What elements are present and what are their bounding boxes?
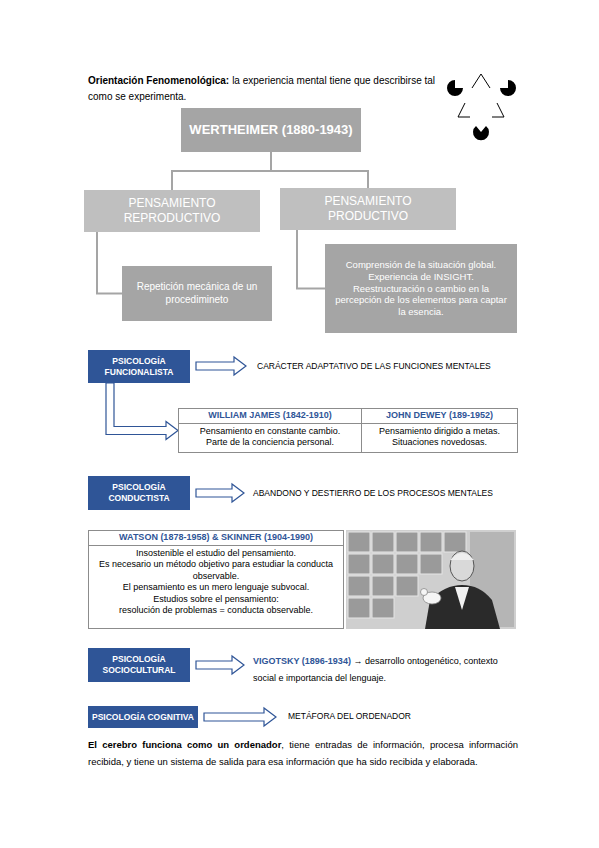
box-text: PENSAMIENTO PRODUCTIVO [286,194,450,224]
table-heading: WATSON (1878-1958) & SKINNER (1904-1990) [89,531,343,546]
table-box: WATSON (1878-1958) & SKINNER (1904-1990)… [88,530,344,629]
note-text: VIGOTSKY (1896-1934) [253,656,351,666]
triangle-edge [497,103,504,117]
box-text: PSICOLOGÍA FUNCIONALISTA [92,356,186,378]
note-text: CARÁCTER ADAPTATIVO DE LAS FUNCIONES MEN… [257,361,491,371]
person-head [450,551,474,581]
tree-connector [297,230,325,289]
table-text: El pensamiento es un mero lenguaje subvo… [119,582,314,594]
table-text: Insostenible el estudio del pensamiento. [132,546,300,560]
table-text: Parte de la conciencia personal. [202,437,338,449]
tree-connector [172,152,271,190]
pigeon [421,589,428,596]
author-box: WERTHEIMER (1880-1943) [181,108,361,152]
box-text: Comprensión de la situación global. Expe… [331,259,511,318]
text-block: METÁFORA DEL ORDENADOR [288,711,538,722]
pacman-shape [500,80,516,96]
concept-box: PENSAMIENTO REPRODUCTIVO [84,190,260,232]
box-text: PSICOLOGÍA SOCIOCULTURAL [92,654,186,676]
person-hair [450,553,474,560]
note-text: METÁFORA DEL ORDENADOR [288,711,411,721]
hollow-arrow [196,357,246,375]
text-block: Orientación Fenomenológica:la experienci… [88,73,443,105]
box-text: PSICOLOGÍA COGNITIVA [92,712,194,723]
school-box: PSICOLOGÍA FUNCIONALISTA [88,350,190,383]
table-column: JOHN DEWEY (189-1952)Pensamiento dirigid… [361,408,518,453]
description-box: Comprensión de la situación global. Expe… [325,244,517,333]
box-text: PENSAMIENTO REPRODUCTIVO [90,196,254,226]
note-text: El cerebro funciona como un ordenador [88,739,281,750]
table-heading: JOHN DEWEY (189-1952) [362,409,517,424]
tree-connector [271,152,368,188]
hollow-arrow [106,383,178,440]
note-text: Orientación Fenomenológica: [88,75,229,86]
table-text: Pensamiento en constante cambio. [196,424,345,438]
concept-box: PENSAMIENTO PRODUCTIVO [280,188,456,230]
person-body [425,585,500,629]
school-box: PSICOLOGÍA COGNITIVA [88,706,198,728]
box-text: PSICOLOGÍA CONDUCTISTA [92,482,186,504]
hollow-arrow [196,484,244,502]
triangle-edge [492,117,504,118]
text-block: El cerebro funciona como un ordenador, t… [88,736,518,770]
text-block: CARÁCTER ADAPTATIVO DE LAS FUNCIONES MEN… [257,361,577,372]
school-box: PSICOLOGÍA CONDUCTISTA [88,476,190,510]
hollow-arrow [196,656,244,674]
triangle-edge [481,74,490,88]
table-text: resolución de problemas = conducta obser… [115,605,317,617]
table-text: Situaciones novedosas. [388,437,491,449]
triangle-edge [458,103,465,117]
person-shirt [455,587,469,610]
kanizsa-illusion [447,74,516,140]
pacman-shape [473,126,489,140]
photo-background [346,530,516,629]
table-text: Pensamiento dirigido a metas. [375,424,504,438]
description-box: Repetición mecánica de un procedimineto [122,266,272,321]
table-text: Es necesario un método objetivo para est… [89,559,343,582]
school-box: PSICOLOGÍA SOCIOCULTURAL [88,648,190,682]
hollow-arrow [204,708,276,726]
table-heading: WILLIAM JAMES (1842-1910) [179,409,361,424]
box-text: WERTHEIMER (1880-1943) [189,122,352,138]
text-block: ABANDONO Y DESTIERRO DE LOS PROCESOS MEN… [253,488,573,499]
pacman-shape [447,80,463,96]
triangle-edge [472,74,481,88]
box-text: Repetición mecánica de un procedimineto [128,281,266,306]
triangle-edge [458,117,470,118]
text-block: VIGOTSKY (1896-1934)→ desarrollo ontogen… [253,653,511,687]
note-text: ABANDONO Y DESTIERRO DE LOS PROCESOS MEN… [253,488,493,498]
skinner-photo [346,530,516,629]
table-column: WILLIAM JAMES (1842-1910)Pensamiento en … [178,408,362,453]
tree-connector [97,232,122,294]
table-text: Estudios sobre el pensamiento: [149,594,283,606]
